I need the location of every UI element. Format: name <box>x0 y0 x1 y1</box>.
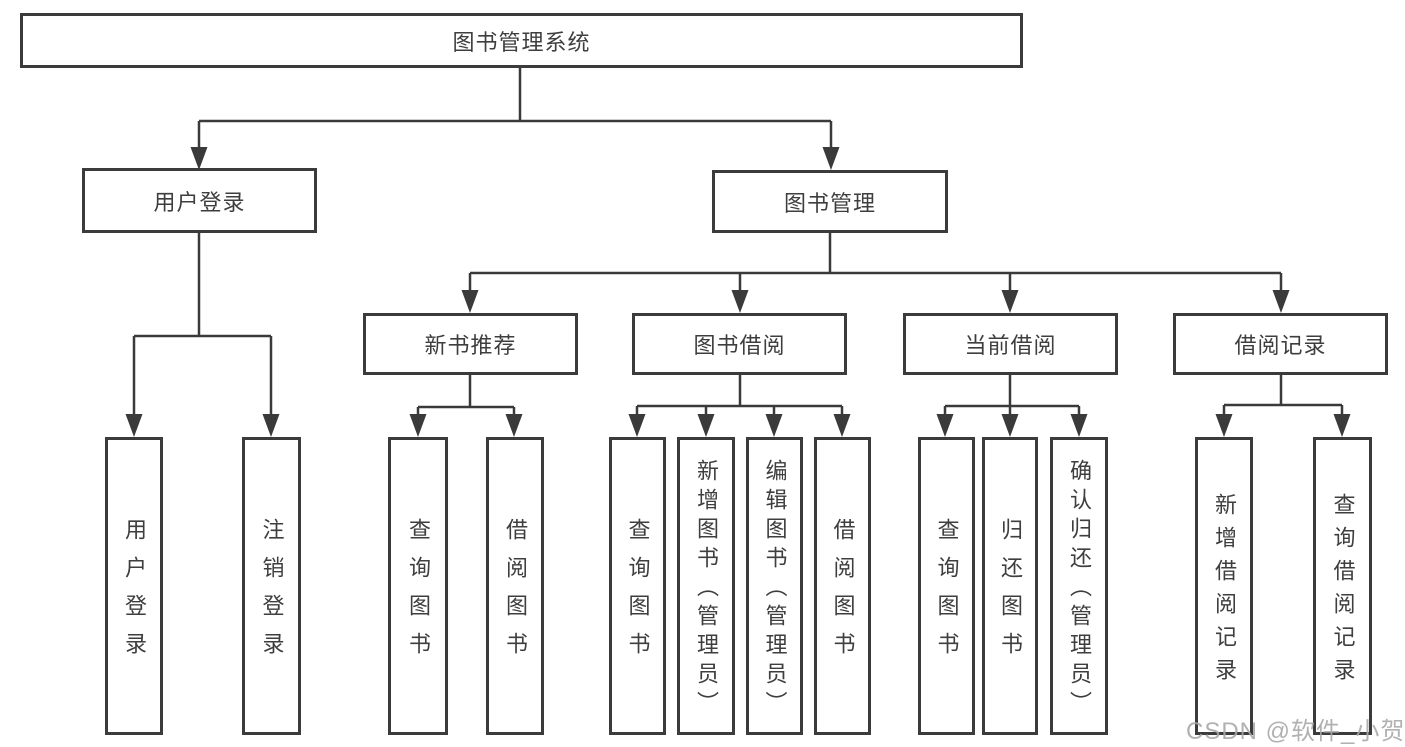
arrowhead <box>409 414 427 437</box>
node-label: 图书管理系统 <box>452 29 591 55</box>
node-label: 查询图书 <box>934 518 960 670</box>
connector-path <box>132 68 1344 418</box>
arrowhead <box>1001 414 1019 437</box>
arrowhead <box>125 414 143 437</box>
node-borrowing-records: 借阅记录 <box>1173 313 1388 375</box>
arrowhead <box>822 147 840 170</box>
watermark: CSDN @软件_小贺同学 <box>1186 718 1405 745</box>
arrowhead <box>1215 414 1233 437</box>
arrowhead <box>697 414 715 437</box>
node-label: 借阅图书 <box>503 518 528 670</box>
node-label: 借阅记录 <box>1234 333 1327 358</box>
arrowhead <box>190 147 208 170</box>
leaf-edit-books-admin: 编辑图书（管理员） <box>746 437 803 735</box>
leaf-confirm-return-admin: 确认归还（管理员） <box>1050 437 1108 735</box>
node-label: 归还图书 <box>998 518 1023 670</box>
arrowhead <box>1272 290 1290 313</box>
node-label: 查询图书 <box>406 518 431 670</box>
leaf-add-books-admin: 新增图书（管理员） <box>677 437 735 735</box>
node-root: 图书管理系统 <box>20 13 1023 68</box>
node-label: 图书借阅 <box>693 333 786 358</box>
node-book-borrowing: 图书借阅 <box>632 313 847 375</box>
node-label: 注销登录 <box>259 518 285 670</box>
arrowhead <box>461 290 479 313</box>
leaf-logout: 注销登录 <box>242 437 301 735</box>
node-label: 查询图书 <box>625 518 651 670</box>
leaf-add-borrow-record: 新增借阅记录 <box>1195 437 1253 735</box>
node-label: 当前借阅 <box>964 333 1057 358</box>
leaf-return-books: 归还图书 <box>982 437 1038 735</box>
node-label: 新增图书（管理员） <box>694 459 719 720</box>
connector-arrowheads <box>125 147 1351 437</box>
arrowhead <box>833 414 851 437</box>
arrowhead <box>936 414 954 437</box>
leaf-query-borrow-record: 查询借阅记录 <box>1313 437 1372 735</box>
arrowhead <box>505 414 523 437</box>
arrowhead <box>731 290 749 313</box>
leaf-query-books-borrowing: 查询图书 <box>609 437 666 735</box>
node-label: 新书推荐 <box>424 333 517 358</box>
node-label: 图书管理 <box>783 190 876 216</box>
node-label: 编辑图书（管理员） <box>762 459 788 720</box>
node-label: 查询借阅记录 <box>1330 492 1356 691</box>
node-user-login-group: 用户登录 <box>82 168 317 233</box>
node-new-book-recommend: 新书推荐 <box>363 313 578 375</box>
arrowhead <box>1333 414 1351 437</box>
leaf-query-books-current: 查询图书 <box>918 437 975 735</box>
node-book-management: 图书管理 <box>712 170 948 233</box>
node-label: 新增借阅记录 <box>1212 492 1237 691</box>
arrowhead <box>262 414 280 437</box>
arrowhead <box>1070 414 1088 437</box>
arrowhead <box>628 414 646 437</box>
leaf-query-books-recommend: 查询图书 <box>388 437 448 735</box>
leaf-user-login: 用户登录 <box>105 437 163 735</box>
node-label: 借阅图书 <box>830 518 856 670</box>
arrowhead <box>765 414 783 437</box>
node-current-borrowing: 当前借阅 <box>903 313 1118 375</box>
leaf-borrow-books-recommend: 借阅图书 <box>486 437 544 735</box>
arrowhead <box>1001 290 1019 313</box>
node-label: 确认归还（管理员） <box>1067 459 1092 720</box>
node-label: 用户登录 <box>122 518 147 670</box>
leaf-borrow-books: 借阅图书 <box>814 437 871 735</box>
node-label: 用户登录 <box>153 189 246 215</box>
